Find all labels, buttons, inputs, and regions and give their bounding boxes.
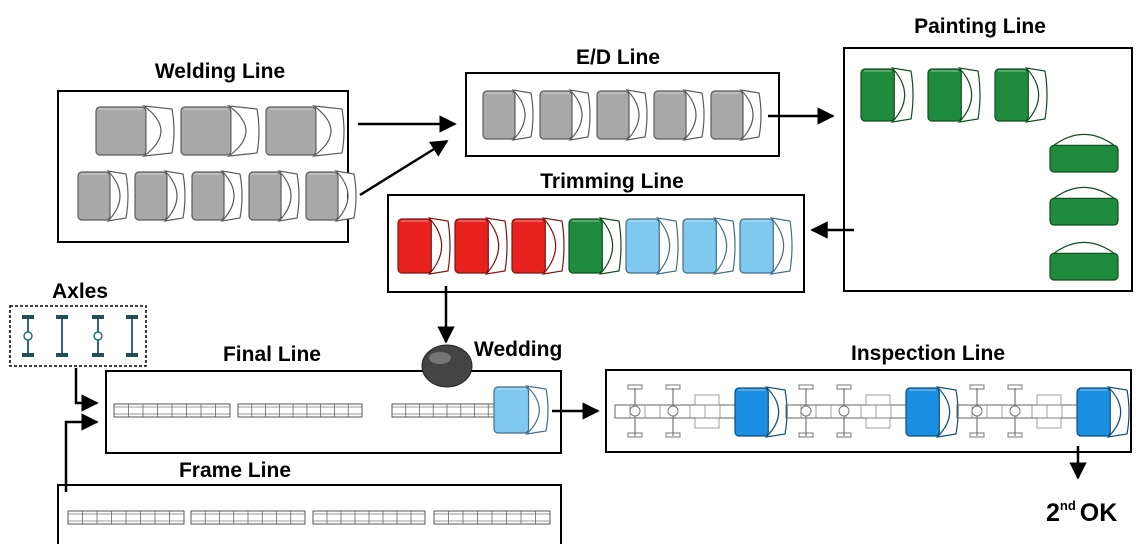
painting-cab bbox=[994, 67, 1048, 123]
welding-cab bbox=[265, 105, 345, 157]
frame-line-box bbox=[57, 484, 562, 544]
trimming-cab bbox=[397, 217, 451, 275]
axles-group bbox=[22, 315, 138, 357]
trimming-cab bbox=[682, 217, 736, 275]
frame-line-frame bbox=[190, 510, 306, 525]
arrow-welding-to-ed-bottom bbox=[359, 139, 449, 197]
inspection-line-title: Inspection Line bbox=[851, 342, 1005, 365]
frame-line-frames bbox=[67, 510, 551, 525]
welding-cab bbox=[180, 105, 260, 157]
frame-line-frame bbox=[67, 510, 185, 525]
wedding-node-highlight bbox=[429, 352, 451, 364]
ed-cab bbox=[539, 89, 591, 141]
trimming-line-title: Trimming Line bbox=[540, 170, 684, 193]
painting-line-title: Painting Line bbox=[914, 15, 1046, 38]
painting-cab bbox=[860, 67, 914, 123]
inspection-line-contents bbox=[614, 384, 1130, 438]
inspection-chassis bbox=[785, 384, 912, 438]
welding-cab bbox=[248, 170, 300, 222]
painting-cab bbox=[1049, 241, 1119, 281]
frame-line-title: Frame Line bbox=[179, 459, 291, 482]
inspection-cab bbox=[1076, 386, 1130, 438]
axle bbox=[92, 315, 104, 357]
final-frame bbox=[113, 403, 231, 418]
ed-line-cabs bbox=[482, 89, 762, 141]
trimming-cab bbox=[625, 217, 679, 275]
wedding-label: Wedding bbox=[474, 338, 562, 361]
painting-line-cabs bbox=[860, 67, 1119, 281]
final-cab bbox=[493, 385, 549, 435]
axles-title: Axles bbox=[52, 280, 108, 303]
welding-cab bbox=[77, 170, 129, 222]
axle bbox=[126, 315, 138, 357]
final-line-title: Final Line bbox=[223, 343, 321, 366]
trimming-cab bbox=[454, 217, 508, 275]
ed-cab bbox=[596, 89, 648, 141]
painting-cab bbox=[1049, 186, 1119, 226]
painting-cab bbox=[1049, 133, 1119, 173]
trimming-cab bbox=[739, 217, 793, 275]
final-line-contents bbox=[113, 385, 549, 435]
ed-cab bbox=[482, 89, 534, 141]
wedding-node bbox=[421, 344, 473, 388]
frame-line-frame bbox=[433, 510, 551, 525]
axle bbox=[22, 315, 34, 357]
trimming-cab bbox=[511, 217, 565, 275]
painting-cab bbox=[927, 67, 981, 123]
ed-cab bbox=[710, 89, 762, 141]
ed-line-title: E/D Line bbox=[576, 46, 660, 69]
welding-line-title: Welding Line bbox=[155, 60, 285, 83]
trimming-cab bbox=[568, 217, 622, 275]
arrow-axles-to-final bbox=[74, 368, 99, 412]
inspection-line-box bbox=[605, 369, 1132, 453]
welding-line-cabs bbox=[77, 105, 357, 222]
ed-cab bbox=[653, 89, 705, 141]
welding-cab bbox=[305, 170, 357, 222]
welding-cab bbox=[134, 170, 186, 222]
final-frame bbox=[391, 403, 503, 418]
inspection-cab bbox=[734, 386, 788, 438]
welding-cab bbox=[95, 105, 175, 157]
inspection-cab bbox=[905, 386, 959, 438]
axle bbox=[56, 315, 68, 357]
flow-arrows bbox=[64, 107, 1087, 492]
trimming-line-cabs bbox=[397, 217, 793, 275]
welding-cab bbox=[191, 170, 243, 222]
final-frame bbox=[237, 403, 363, 418]
frame-line-frame bbox=[312, 510, 426, 525]
arrow-frame-to-final bbox=[64, 413, 99, 492]
inspection-chassis bbox=[614, 384, 741, 438]
final-line-box bbox=[105, 370, 562, 454]
